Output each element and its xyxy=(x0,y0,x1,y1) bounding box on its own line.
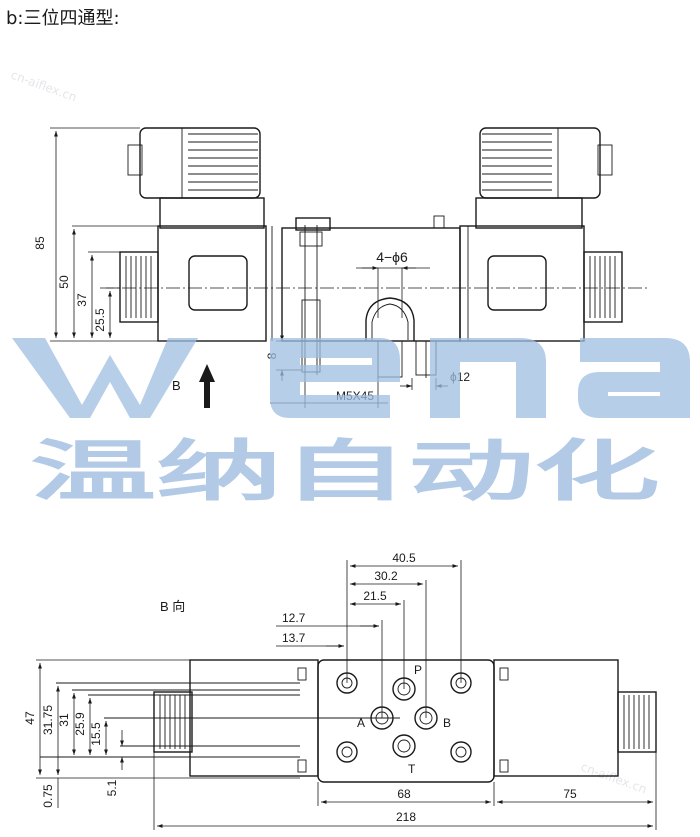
dim-85: 85 xyxy=(33,236,47,250)
dim-218: 218 xyxy=(396,810,416,824)
dim-25-9: 25.9 xyxy=(73,712,87,736)
dim-37: 37 xyxy=(75,293,89,307)
bottom-top-dimensions xyxy=(276,560,462,718)
dim-12-7: 12.7 xyxy=(282,611,306,625)
dim-30-2: 30.2 xyxy=(374,569,398,583)
port-t xyxy=(392,734,416,758)
port-t-label: T xyxy=(408,762,416,776)
dim-75: 75 xyxy=(563,787,577,801)
port-b-label: B xyxy=(443,716,451,730)
top-view: 85 50 37 25.5 8 4−ϕ6 ϕ12 xyxy=(33,127,650,408)
dim-40-5: 40.5 xyxy=(392,551,416,565)
watermark-logo xyxy=(12,338,690,418)
bottom-left-dimensions xyxy=(36,659,300,808)
dim-13-7: 13.7 xyxy=(282,631,306,645)
dim-4-phi6: 4−ϕ6 xyxy=(376,249,408,265)
hole-callout xyxy=(356,266,430,318)
dim-31: 31 xyxy=(57,713,71,727)
left-solenoid-head xyxy=(127,127,265,229)
watermark-chinese: 温纳自动化 xyxy=(30,433,660,510)
dim-25-5: 25.5 xyxy=(93,308,107,332)
watermark-url-2: cn-aiflex.cn xyxy=(579,760,649,797)
port-a-label: A xyxy=(357,716,365,730)
bottom-view-title: B 向 xyxy=(160,599,185,614)
dim-50: 50 xyxy=(57,275,71,289)
dim-47: 47 xyxy=(23,711,37,725)
watermark-url-1: cn-aiflex.cn xyxy=(9,68,79,105)
bottom-view: B 向 xyxy=(23,551,657,830)
dim-15-5: 15.5 xyxy=(89,722,103,746)
view-arrow-b xyxy=(199,364,215,408)
left-solenoid-body xyxy=(119,225,273,342)
view-arrow-label: B xyxy=(172,378,181,393)
dim-68: 68 xyxy=(397,787,411,801)
dim-21-5: 21.5 xyxy=(363,589,387,603)
bottom-horizontal-dimensions xyxy=(153,752,657,830)
port-p-label: P xyxy=(414,663,422,677)
dim-5-1: 5.1 xyxy=(105,779,119,796)
right-solenoid xyxy=(459,127,623,342)
page-heading: b:三位四通型: xyxy=(6,8,120,29)
dim-31-75: 31.75 xyxy=(41,705,55,735)
top-vertical-dimensions xyxy=(50,127,160,342)
dim-0-75: 0.75 xyxy=(41,784,55,808)
